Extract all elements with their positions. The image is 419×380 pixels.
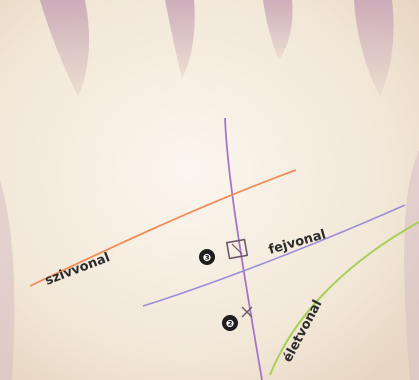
marker-3-label: ❸	[203, 253, 212, 264]
marker-2: ❷	[222, 315, 238, 331]
marker-2-label: ❷	[226, 319, 235, 330]
marker-3: ❸	[199, 249, 215, 265]
